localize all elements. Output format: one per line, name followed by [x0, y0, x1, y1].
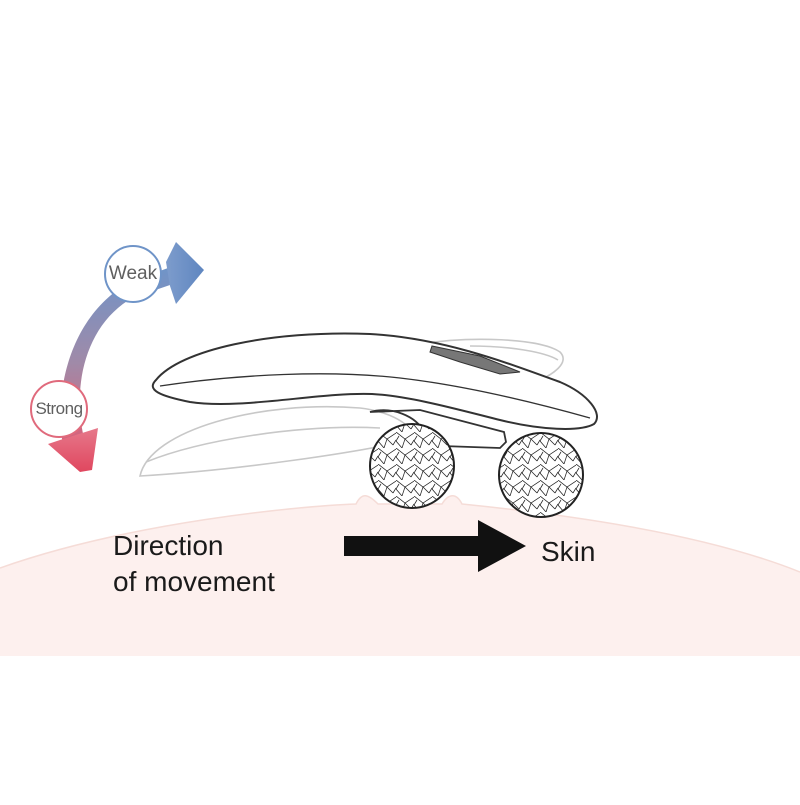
weak-badge: Weak — [104, 245, 162, 303]
strong-arrowhead — [48, 428, 98, 472]
device-body-crease — [159, 373, 591, 419]
strong-badge: Strong — [30, 380, 88, 438]
device-ghost-low — [138, 405, 413, 477]
device-screen — [429, 345, 521, 375]
roller-ball-right — [498, 432, 584, 518]
direction-label-line1: Direction — [113, 530, 224, 561]
device-ghost-high — [419, 338, 564, 385]
roller-ball-left — [369, 423, 455, 509]
direction-label-line2: of movement — [113, 566, 275, 597]
direction-label: Direction of movement — [113, 528, 275, 600]
skin-label: Skin — [541, 536, 596, 567]
strong-label: Strong — [35, 399, 83, 418]
skin-surface — [0, 495, 800, 656]
weak-label: Weak — [108, 263, 158, 284]
direction-arrow-icon — [344, 520, 526, 572]
weak-arrowhead — [166, 242, 204, 304]
device-body — [151, 332, 598, 430]
intensity-arrow-icon — [48, 242, 204, 472]
skin-edge — [0, 495, 800, 573]
